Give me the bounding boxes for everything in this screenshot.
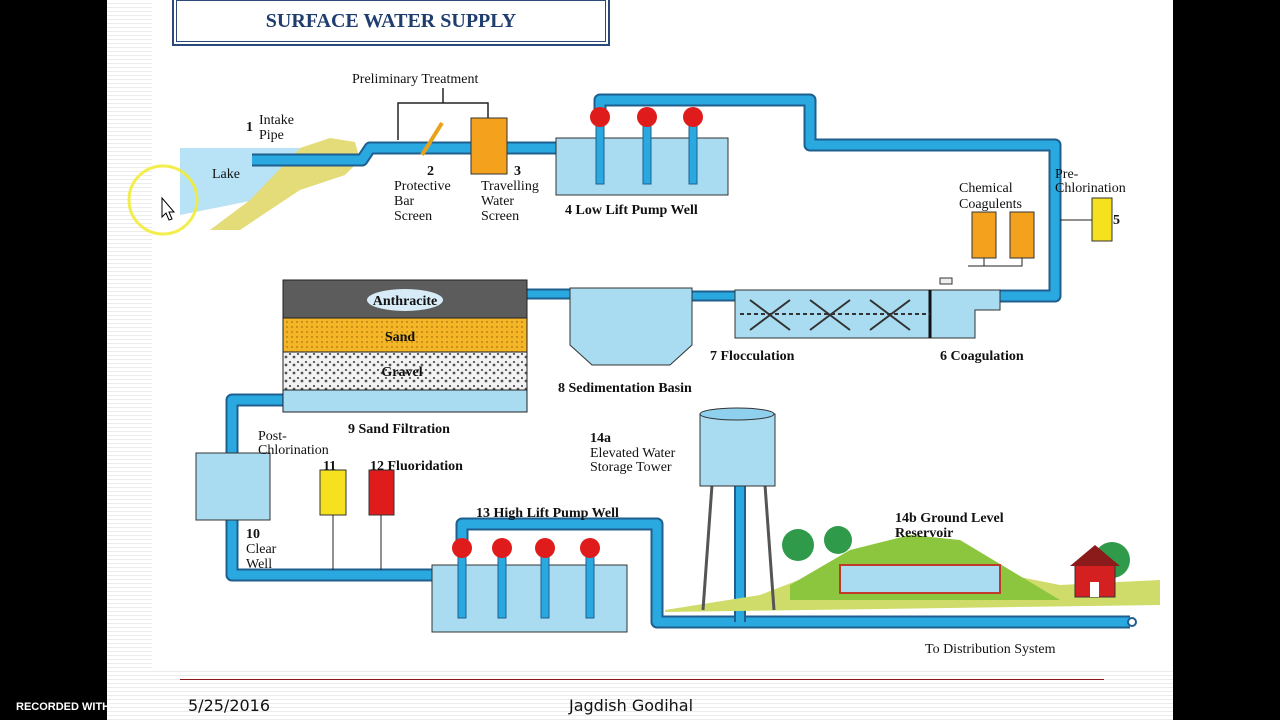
clear-well [195,452,271,521]
label-distribution: To Distribution System [925,642,1056,657]
label-ws-2: Water [481,194,514,209]
label-sand: Sand [385,330,416,345]
label-prechlor: Pre- [1055,167,1079,182]
water-tower [699,407,776,611]
label-tower-2: Storage Tower [590,460,672,475]
label-clearwell-2: Well [246,557,272,572]
low-lift-pumps [590,107,703,185]
label-bar: Protective [394,179,451,194]
label-clearwell: Clear [246,542,277,557]
label-intake: Intake [259,113,294,128]
label-sedimentation: 8 Sedimentation Basin [558,381,692,396]
label-reservoir-2: Reservoir [895,526,953,541]
footer-date: 5/25/2016 [188,696,271,715]
label-intake-2: Pipe [259,128,284,143]
coagulant-tank-1 [971,211,997,259]
label-prechlor-num: 5 [1113,213,1120,228]
post-chlorination-tank [319,469,347,516]
label-sand-filtration: 9 Sand Filtration [348,422,450,437]
label-anthracite: Anthracite [373,294,438,309]
travelling-water-screen [470,117,508,175]
label-prechlor-2: Chlorination [1055,181,1126,196]
label-ws: Travelling [481,179,539,194]
click-highlight-ring [127,164,199,236]
label-gravel: Gravel [381,365,422,380]
label-preliminary-treatment: Preliminary Treatment [352,72,478,87]
label-postchlor: Post- [258,429,287,444]
footer-divider [180,679,1104,680]
sand-layer [282,317,528,353]
label-coagulents: Chemical [959,181,1013,196]
ground-reservoir [839,564,1001,594]
label-tower: Elevated Water [590,446,676,461]
slide-title: SURFACE WATER SUPPLY [172,0,610,46]
label-ws-num: 3 [514,164,521,179]
gravel-layer [282,351,528,391]
label-coagulents-2: Coagulents [959,197,1022,212]
recorder-watermark: RECORDED WITH [16,701,111,713]
label-lake: Lake [212,167,240,182]
label-bar-2: Bar [394,194,415,209]
flocculator-paddles [740,299,930,331]
label-intake-num: 1 [246,120,253,135]
house [1070,542,1130,598]
label-postchlor-2: Chlorination [258,443,329,458]
label-low-lift: 4 Low Lift Pump Well [565,203,698,218]
underdrain [282,389,528,413]
anthracite-layer [367,289,443,311]
label-flocculation: 7 Flocculation [710,349,795,364]
sedimentation-basin [569,287,693,366]
label-bar-3: Screen [394,209,432,224]
footer-author: Jagdish Godihal [569,696,694,715]
label-postchlor-num: 11 [323,459,336,474]
coagulant-tank-2 [1009,211,1035,259]
mouse-pointer-icon [161,196,176,221]
label-coagulation: 6 Coagulation [940,349,1024,364]
label-high-lift: 13 High Lift Pump Well [476,506,619,521]
label-reservoir: 14b Ground Level [895,511,1004,526]
fluoridation-tank [368,469,395,516]
tree [782,529,814,561]
sand-filter [282,279,528,413]
label-tower-num: 14a [590,431,611,446]
bar-screen [420,121,444,157]
label-clearwell-num: 10 [246,527,260,542]
pre-chlorination-tank [1091,197,1113,242]
label-bar-num: 2 [427,164,434,179]
high-lift-pumps [452,538,600,619]
label-fluoridation: 12 Fluoridation [370,459,463,474]
label-ws-3: Screen [481,209,519,224]
low-lift-pump-well [555,137,729,196]
